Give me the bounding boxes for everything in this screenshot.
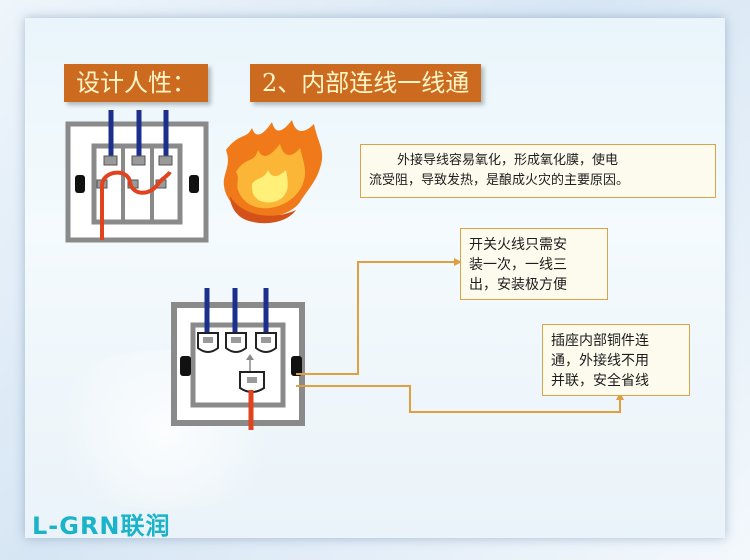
socket-callout: 插座内部铜件连 通，外接线不用 并联，安全省线 <box>542 324 690 396</box>
switch-diagram-new <box>171 288 305 430</box>
switch-diagram-old <box>65 110 209 243</box>
oxidation-line-1: 外接导线容易氧化，形成氧化膜，使电 <box>397 153 619 168</box>
oxidation-callout: 外接导线容易氧化，形成氧化膜，使电 流受阻，导致发热，是酿成火灾的主要原因。 <box>360 144 716 198</box>
fire-icon <box>223 120 323 224</box>
section-label: 设计人性： <box>64 64 208 102</box>
section-title: 2、内部连线一线通 <box>250 64 482 102</box>
brand-logo: L-GRN联润 <box>32 512 171 540</box>
socket-line-3: 并联，安全省线 <box>551 373 649 389</box>
switch-callout: 开关火线只需安 装一次，一线三 出，安装极方便 <box>460 228 608 300</box>
connector-arrowhead-bottom <box>616 392 624 400</box>
socket-line-2: 通，外接线不用 <box>551 353 649 369</box>
socket-line-1: 插座内部铜件连 <box>551 333 649 349</box>
connector-arrowhead-top <box>454 258 462 266</box>
switch-line-1: 开关火线只需安 <box>469 237 567 253</box>
callout-connectors <box>296 261 621 413</box>
switch-line-2: 装一次，一线三 <box>469 257 567 273</box>
switch-line-3: 出，安装极方便 <box>469 277 567 293</box>
oxidation-line-2: 流受阻，导致发热，是酿成火灾的主要原因。 <box>369 173 630 188</box>
